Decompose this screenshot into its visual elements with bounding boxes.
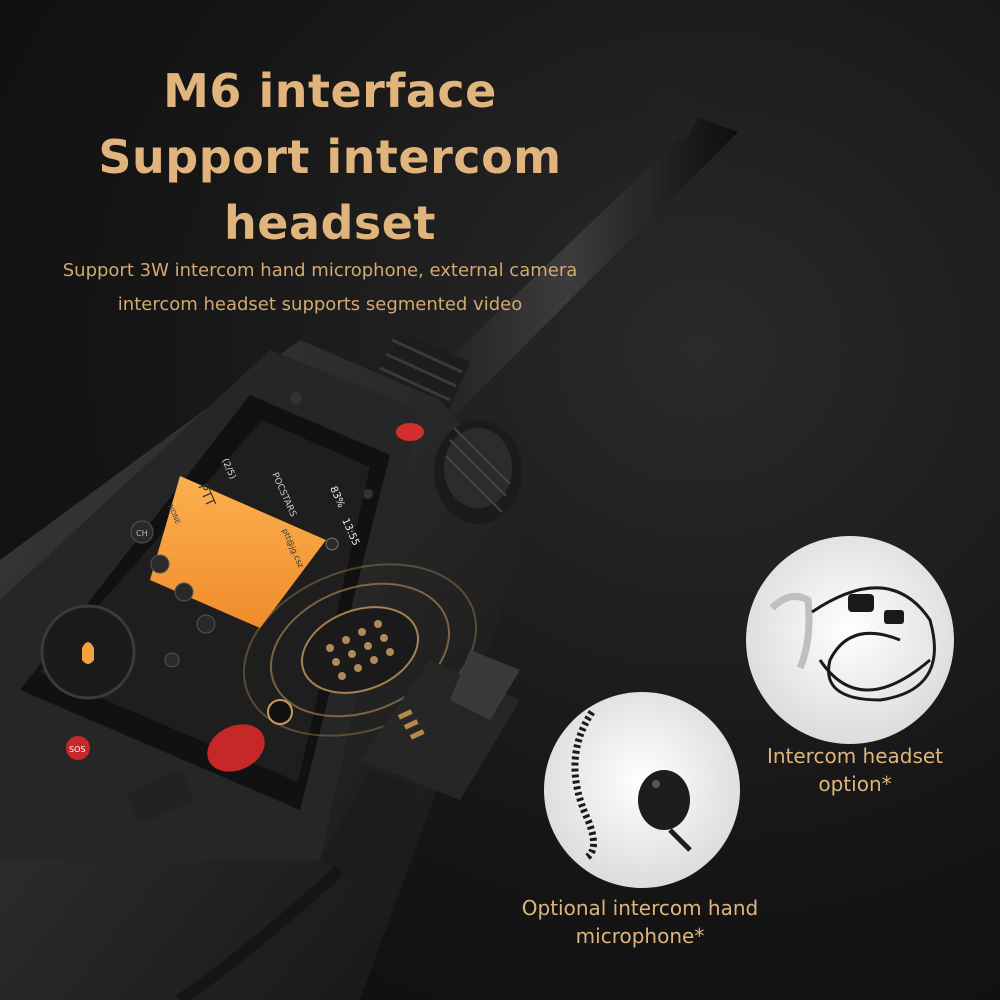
- svg-text:CH: CH: [136, 529, 148, 538]
- contacts-icon: [150, 554, 170, 574]
- group-icon: [196, 614, 216, 634]
- hand-microphone-accessory: [544, 692, 740, 888]
- microphone-caption-line-2: microphone*: [575, 924, 705, 948]
- microphone-icon: [82, 642, 94, 664]
- m6-plug: [176, 650, 520, 1000]
- headset-caption: Intercom headset option*: [740, 742, 970, 798]
- headline-line-3: headset: [224, 196, 436, 250]
- svg-text:SOS: SOS: [69, 745, 85, 754]
- location-icon: [164, 652, 180, 668]
- ch-button: [130, 520, 154, 544]
- headset-caption-line-2: option*: [818, 772, 892, 796]
- front-camera-icon: [290, 392, 302, 404]
- microphone-caption: Optional intercom hand microphone*: [490, 894, 790, 950]
- m6-port: [242, 563, 478, 737]
- usb-port: [127, 770, 193, 824]
- message-icon: [174, 582, 194, 602]
- headset-accessory: [746, 536, 954, 744]
- subheadline-line-2: intercom headset supports segmented vide…: [117, 294, 523, 315]
- microphone-caption-line-1: Optional intercom hand: [521, 896, 759, 920]
- side-ptt-button: [207, 724, 265, 772]
- headline-line-1: M6 interface: [163, 64, 497, 118]
- headset-caption-line-1: Intercom headset: [766, 744, 944, 768]
- subheadline-line-1: Support 3W intercom hand microphone, ext…: [62, 260, 578, 281]
- top-red-button: [396, 423, 424, 441]
- device-screen: PTT (2/5) NONE ptt@jg.csz POCSTARS 83% 1…: [40, 420, 370, 782]
- subheadline: Support 3W intercom hand microphone, ext…: [0, 254, 640, 322]
- headline-line-2: Support intercom: [98, 130, 562, 184]
- volume-knob: [434, 420, 522, 524]
- sos-button: [66, 736, 90, 760]
- ptt-panel: [150, 476, 326, 628]
- headline: M6 interface Support intercom headset: [0, 58, 660, 256]
- settings-icon: [325, 537, 339, 551]
